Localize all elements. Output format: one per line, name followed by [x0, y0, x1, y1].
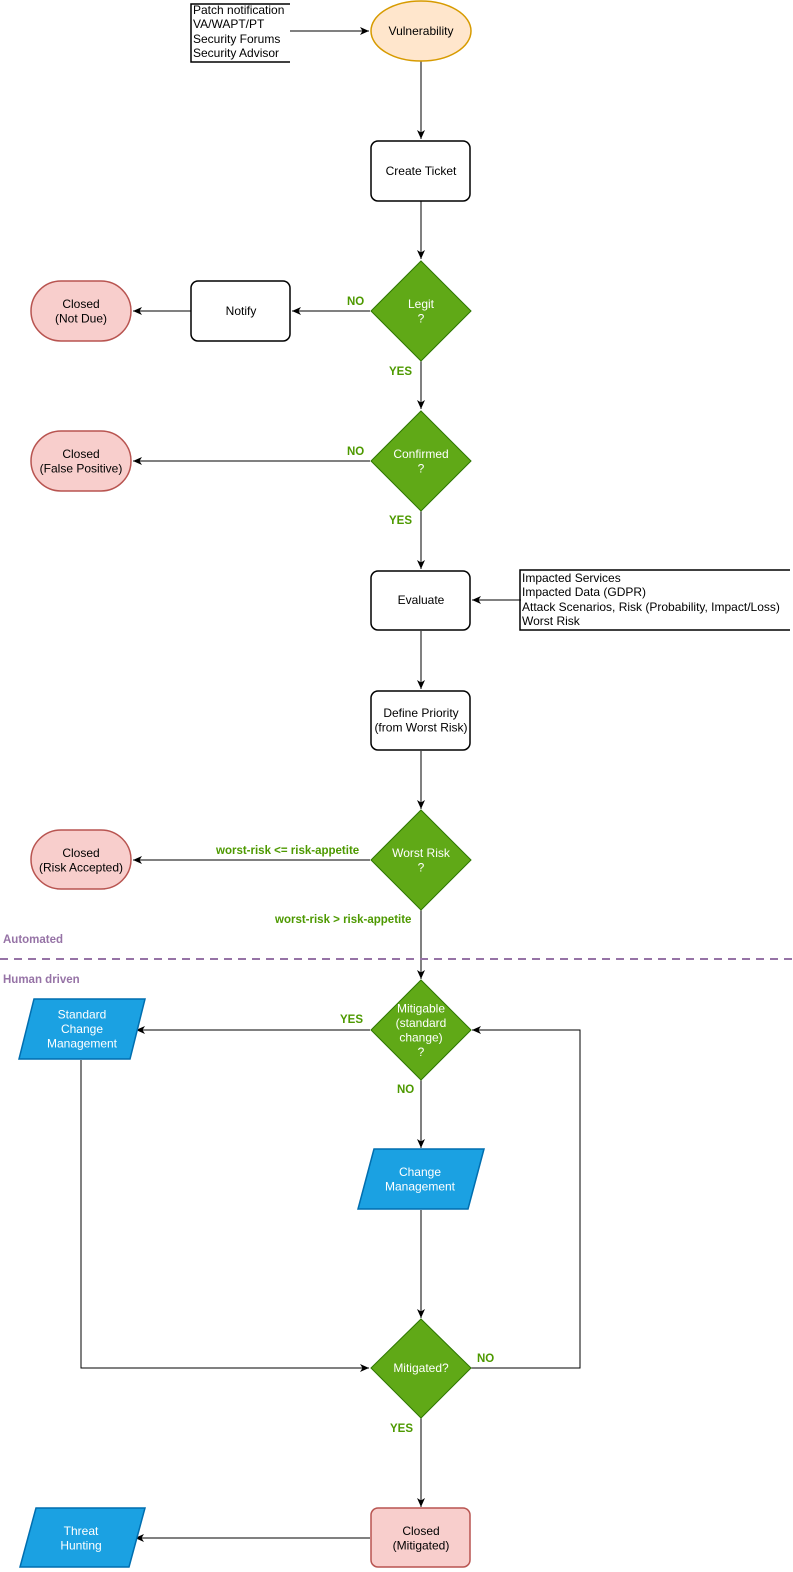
node-label-line: Closed — [62, 447, 99, 461]
node-closed-false-positive[interactable]: Closed(False Positive) — [30, 430, 132, 492]
evaluate-note: Impacted Services Impacted Data (GDPR) A… — [519, 569, 790, 631]
node-label-line: Change — [399, 1165, 441, 1179]
node-label-line: ? — [418, 461, 425, 475]
node-define-priority[interactable]: Define Priority(from Worst Risk) — [370, 690, 471, 751]
node-create-ticket[interactable]: Create Ticket — [370, 140, 471, 202]
svg-text:Confirmed?: Confirmed? — [393, 447, 448, 476]
node-label-line: Mitigable — [397, 1001, 445, 1015]
node-legit-decision[interactable]: Legit? — [370, 260, 472, 362]
node-label-line: Closed — [62, 297, 99, 311]
node-label-line: ? — [418, 860, 425, 874]
node-label-line: (from Worst Risk) — [374, 720, 467, 734]
sources-note-line: Security Forums — [193, 32, 280, 46]
node-label-line: Define Priority — [383, 706, 458, 720]
evaluate-note-line: Impacted Services — [522, 571, 621, 585]
node-closed-risk-accepted[interactable]: Closed(Risk Accepted) — [30, 829, 132, 890]
edges — [80, 27, 581, 1542]
sources-note-line: Security Advisor — [193, 46, 279, 60]
svg-text:Closed(False Positive): Closed(False Positive) — [40, 447, 123, 476]
node-label-line: Notify — [226, 304, 257, 318]
svg-text:Vulnerability: Vulnerability — [389, 24, 454, 38]
node-label-line: Hunting — [60, 1538, 101, 1552]
node-label-line: Closed — [402, 1524, 439, 1538]
edge-label-risk-accepted: worst-risk <= risk-appetite — [215, 845, 359, 857]
edge-label-mitigated-yes: YES — [390, 1423, 413, 1435]
node-label-line: Standard — [58, 1008, 107, 1022]
sources-note-line: Patch notification — [193, 3, 284, 17]
svg-text:Closed(Risk Accepted): Closed(Risk Accepted) — [39, 846, 123, 875]
node-label-line: Create Ticket — [386, 164, 457, 178]
node-confirmed-decision[interactable]: Confirmed? — [370, 410, 472, 512]
node-closed-mitigated[interactable]: Closed(Mitigated) — [370, 1507, 471, 1568]
node-mitigated-decision[interactable]: Mitigated? — [370, 1318, 472, 1419]
svg-text:Worst Risk?: Worst Risk? — [392, 846, 451, 875]
svg-text:Evaluate: Evaluate — [398, 593, 445, 607]
node-label-line: (Risk Accepted) — [39, 860, 123, 874]
node-label-line: Change — [61, 1022, 103, 1036]
node-label-line: (standard — [396, 1016, 447, 1030]
node-label-line: Management — [385, 1179, 456, 1193]
node-label-line: Vulnerability — [389, 24, 454, 38]
edge-label-mitigable-no: NO — [397, 1084, 414, 1096]
edge-labels: NO YES NO YES worst-risk <= risk-appetit… — [215, 296, 494, 1435]
edge-mitigated-no-loop — [471, 1026, 581, 1369]
node-label-line: Evaluate — [398, 593, 445, 607]
edge-label-confirmed-yes: YES — [389, 515, 412, 527]
sources-note-line: VA/WAPT/PT — [193, 17, 265, 31]
edge-label-mitigable-yes: YES — [340, 1014, 363, 1026]
svg-text:Legit?: Legit? — [408, 297, 435, 326]
node-label-line: (Mitigated) — [393, 1538, 450, 1552]
evaluate-note-line: Worst Risk — [522, 614, 581, 628]
node-label-line: Legit — [408, 297, 435, 311]
edge-label-legit-no: NO — [347, 296, 364, 308]
evaluate-note-line: Impacted Data (GDPR) — [522, 585, 646, 599]
lane-label-human-driven: Human driven — [3, 974, 80, 986]
svg-text:Create Ticket: Create Ticket — [386, 164, 457, 178]
node-worst-risk-decision[interactable]: Worst Risk? — [370, 809, 472, 911]
node-closed-not-due[interactable]: Closed(Not Due) — [30, 280, 132, 342]
node-label-line: Management — [47, 1037, 118, 1051]
node-label-line: Confirmed — [393, 447, 448, 461]
svg-text:Closed(Mitigated): Closed(Mitigated) — [393, 1524, 450, 1553]
node-notify[interactable]: Notify — [190, 280, 291, 342]
svg-text:Closed(Not Due): Closed(Not Due) — [55, 297, 107, 326]
svg-text:Mitigated?: Mitigated? — [393, 1361, 449, 1375]
edge-label-confirmed-no: NO — [347, 446, 364, 458]
edge-standard-to-mitigated — [80, 1060, 369, 1372]
node-label-line: ? — [418, 1045, 425, 1059]
node-label-line: (False Positive) — [40, 461, 123, 475]
svg-text:Notify: Notify — [226, 304, 257, 318]
node-vulnerability[interactable]: Vulnerability — [370, 0, 472, 62]
node-label-line: ? — [418, 311, 425, 325]
edge-label-risk-exceeds: worst-risk > risk-appetite — [274, 914, 411, 926]
node-label-line: change) — [399, 1030, 442, 1044]
evaluate-note-line: Attack Scenarios, Risk (Probability, Imp… — [522, 600, 780, 614]
node-evaluate[interactable]: Evaluate — [370, 570, 471, 631]
edge-label-mitigated-no: NO — [477, 1353, 494, 1365]
node-label-line: Threat — [64, 1524, 99, 1538]
node-label-line: Worst Risk — [392, 846, 451, 860]
node-label-line: Closed — [62, 846, 99, 860]
node-label-line: (Not Due) — [55, 311, 107, 325]
sources-note: Patch notification VA/WAPT/PT Security F… — [190, 3, 290, 63]
node-label-line: Mitigated? — [393, 1361, 449, 1375]
svg-text:Define Priority(from Worst Ris: Define Priority(from Worst Risk) — [374, 706, 467, 735]
lane-label-automated: Automated — [3, 934, 63, 946]
edge-label-legit-yes: YES — [389, 366, 412, 378]
